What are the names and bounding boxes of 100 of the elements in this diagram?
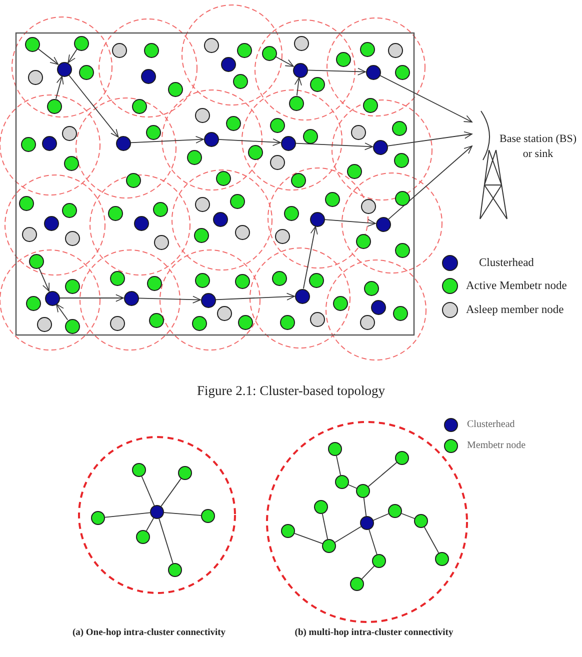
- active-member-node: [332, 296, 348, 310]
- active-member-node: [394, 64, 410, 80]
- active-member-node: [108, 206, 122, 220]
- arrow: [138, 296, 201, 304]
- legend-label: Active Membetr node: [466, 279, 567, 294]
- arrow: [294, 77, 302, 96]
- member-node: [91, 511, 105, 525]
- clusterhead-node: [372, 140, 388, 154]
- active-member-node: [232, 74, 248, 88]
- active-member-node: [394, 152, 408, 168]
- clusterhead-node: [292, 62, 308, 78]
- clusterhead-node: [294, 288, 310, 304]
- connection-line: [146, 518, 154, 532]
- active-member-node: [146, 276, 162, 290]
- arrow: [302, 226, 318, 290]
- active-member-node: [186, 150, 202, 164]
- clusterhead-node: [370, 300, 386, 314]
- arrow: [37, 48, 59, 65]
- active-member-node: [336, 52, 350, 66]
- connection-line: [294, 532, 323, 544]
- member-node: [136, 530, 150, 544]
- active-member-node: [364, 280, 378, 296]
- member-node: [201, 509, 215, 523]
- arrow: [379, 74, 472, 122]
- connection-line: [401, 513, 415, 519]
- active-member-node: [28, 254, 44, 268]
- asleep-member-node: [204, 38, 218, 52]
- active-member-node: [394, 242, 410, 258]
- arrow: [38, 267, 50, 292]
- active-member-node: [132, 98, 146, 114]
- active-member-node: [194, 228, 208, 242]
- active-member-node: [238, 314, 252, 330]
- asleep-member-node: [112, 42, 126, 58]
- active-member-node: [216, 170, 230, 186]
- active-member-node: [64, 156, 78, 170]
- legend-label: Clusterhead: [467, 418, 515, 432]
- active-member-node: [78, 64, 94, 80]
- member-node: [168, 563, 182, 577]
- active-member-node: [144, 42, 158, 58]
- asleep-member-node: [270, 154, 284, 170]
- connection-line: [368, 529, 378, 555]
- active-member-node: [310, 76, 324, 92]
- member-node: [356, 484, 370, 498]
- clusterhead-node: [360, 516, 374, 530]
- active-member-node: [234, 274, 250, 288]
- member-node: [372, 554, 386, 568]
- clusterhead-node: [134, 216, 148, 230]
- active-member-node: [20, 136, 36, 152]
- arrow: [130, 136, 204, 144]
- asleep-member-node: [22, 226, 36, 242]
- active-member-node: [148, 312, 164, 328]
- active-member-node: [262, 46, 276, 60]
- connection-line: [368, 462, 398, 487]
- asleep-member-node: [360, 314, 374, 330]
- active-member-node: [168, 82, 182, 96]
- figure-caption: Figure 2.1: Cluster-based topology: [197, 382, 385, 400]
- arrow: [275, 56, 294, 67]
- arrow: [324, 219, 376, 227]
- clusterhead-node: [140, 68, 156, 84]
- connection-line: [322, 513, 328, 540]
- member-node: [350, 577, 364, 591]
- asleep-member-node: [110, 316, 124, 330]
- member-node: [435, 552, 449, 566]
- asleep-member-node: [36, 316, 52, 332]
- active-member-node: [290, 172, 306, 188]
- connection-line: [336, 455, 341, 476]
- connection-line: [363, 498, 367, 516]
- active-member-node: [272, 270, 286, 286]
- active-member-node: [126, 172, 140, 188]
- active-member-node: [392, 306, 408, 320]
- member-node: [132, 463, 146, 477]
- clusterhead-node: [42, 136, 56, 150]
- connection-line: [372, 513, 390, 521]
- active-member-node: [392, 120, 406, 136]
- active-member-node: [64, 318, 80, 334]
- active-member-node: [192, 316, 206, 330]
- asleep-member-node: [62, 126, 76, 140]
- active-member-node: [18, 196, 34, 210]
- active-member-node: [324, 192, 340, 206]
- active-member-node: [284, 206, 298, 220]
- asleep-member-node: [294, 36, 308, 50]
- clusterhead-node: [150, 505, 164, 519]
- arrow: [68, 48, 78, 64]
- asleep-member-node: [28, 70, 42, 84]
- arrow: [218, 138, 281, 146]
- active-member-node: [74, 36, 88, 50]
- clusterhead-node: [280, 136, 296, 150]
- asleep-member-node: [64, 230, 80, 246]
- asleep-member-node: [388, 42, 402, 58]
- clusterhead-node: [310, 212, 324, 226]
- clusterhead-node: [204, 132, 218, 146]
- connection-line: [141, 476, 155, 506]
- active-member-node: [24, 36, 40, 52]
- asleep-member-node: [154, 234, 168, 250]
- active-member-node: [394, 190, 410, 206]
- active-member-node: [280, 314, 294, 330]
- active-member-node: [194, 272, 210, 288]
- asleep-member-node: [194, 108, 210, 122]
- asleep-member-node: [216, 306, 232, 320]
- connection-line: [424, 526, 440, 554]
